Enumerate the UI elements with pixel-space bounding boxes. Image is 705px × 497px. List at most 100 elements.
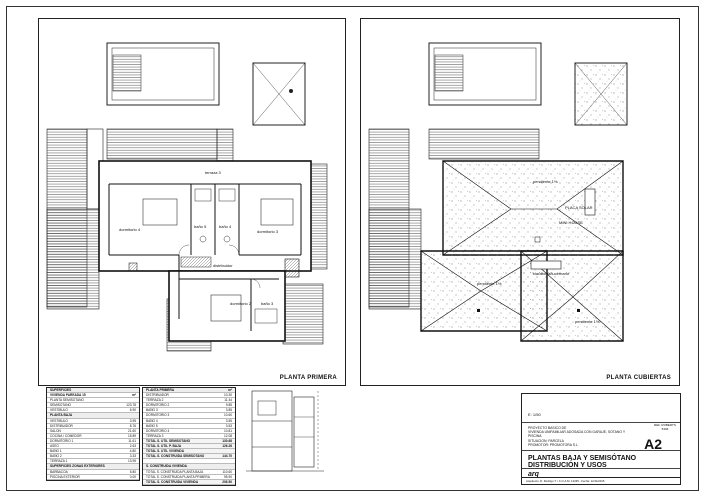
plan-title-cubiertas: PLANTA CUBIERTAS: [606, 375, 671, 381]
skylight-label: claraboya/lucernario: [533, 271, 570, 276]
table-row: S. CONSTRUIDA VIVIENDA: [143, 464, 235, 470]
row-value: 10.30: [224, 393, 232, 398]
row-value: 3.85: [225, 408, 232, 413]
table-row: PISCINA EXTERIOR 0.00: [47, 475, 139, 480]
room-label-dormitorio3: dormitorio 3: [257, 229, 279, 234]
table-row: DISTRIBUIDOR 10.30: [143, 393, 235, 399]
row-label: DISTRIBUIDOR: [50, 423, 73, 428]
table-row: BARBACOA 5.80: [47, 470, 139, 475]
row-label: BAÑO 2: [50, 454, 62, 459]
roof-slope-label-3: pendiente 1%: [575, 319, 600, 324]
row-label: BAÑO 5: [146, 423, 158, 428]
table-row: TERRAZA 2 11.44: [143, 398, 235, 404]
roof-slope-label-2: pendiente 1%: [477, 281, 502, 286]
row-label: VIVIENDA PAREADA 15: [50, 393, 86, 398]
table-row: DORMITORIO 1 11.61: [47, 438, 139, 445]
row-label: TOTAL S. CONSTRUIDA PLANTA BAJA: [146, 469, 204, 474]
row-value: 10.60: [224, 413, 232, 418]
table-row: DORMITORIO 3 10.60: [143, 413, 235, 419]
row-label: PLANTA PRIMERA: [146, 388, 175, 392]
row-label: TOTAL S. CONSTRUIDA VIVIENDA: [146, 479, 199, 484]
row-label: DORMITORIO 2: [146, 403, 170, 408]
row-value: 21.60: [128, 428, 136, 433]
table-row: SUPERFICIES ZONAS EXTERIORES: [47, 464, 139, 470]
table-row: TOTAL S. UTIL SEMISOTANO 130.68: [143, 438, 235, 445]
row-value: 3.95: [129, 418, 136, 423]
floor-plan-cubiertas: pendiente 1% pendiente 1% pendiente 1% P…: [360, 18, 680, 386]
row-label: BARBACOA: [50, 469, 68, 474]
room-label-bano3: baño 3: [261, 301, 274, 306]
row-label: BAÑO 1: [50, 449, 62, 454]
row-value: 13.95: [128, 459, 136, 464]
table-row: ASEO 2.63: [47, 444, 139, 450]
row-value: 11.61: [128, 438, 136, 443]
room-label-bano5: baño 5: [194, 224, 207, 229]
project-line: SITUACION: PARCELA: [528, 438, 564, 443]
row-label: ASEO: [50, 444, 59, 449]
row-label: PLANTA BAJA: [50, 413, 73, 418]
row-label: SEMISOTANO: [50, 403, 72, 408]
row-label: TOTAL S. CONSTRUIDA PLANTA PRIMERA: [146, 474, 210, 479]
table-row: [143, 459, 235, 465]
row-value: 4.80: [129, 449, 136, 454]
row-value: 9.85: [225, 403, 232, 408]
table-row: VESTIBULO 6.90: [47, 408, 139, 414]
sheet-number: A2: [644, 436, 662, 452]
row-label: PLANTA SEMISOTANO: [50, 398, 84, 403]
row-value: 0.00: [129, 474, 136, 479]
row-label: TOTAL S. CONSTRUIDA SEMISOTANO: [146, 454, 205, 459]
row-value: 6.90: [129, 408, 136, 413]
row-label: TERRAZA 2: [146, 398, 164, 403]
row-value: 11.44: [224, 398, 232, 403]
project-line: VIVIENDA UNIFAMILIAR ADOSADA CON GARAJE,…: [528, 430, 626, 439]
row-value: 8.76: [129, 423, 136, 428]
row-value: 3.55: [225, 418, 232, 423]
row-label: BAÑO 4: [146, 418, 158, 423]
row-label: DISTRIBUIDOR: [146, 393, 169, 398]
row-value: 123.78: [126, 403, 136, 408]
row-label: DORMITORIO 4: [146, 428, 170, 433]
roof-plan-drawing: [368, 42, 628, 342]
project-line: PROMOTOR: PROMOTORA S.L.: [528, 442, 579, 447]
row-value: 10.81: [224, 428, 232, 433]
row-label: PISCINA EXTERIOR: [50, 474, 80, 479]
table-row: BAÑO 3 3.85: [143, 408, 235, 414]
row-label: BAÑO 3: [146, 408, 158, 413]
table-row: DISTRIBUIDOR 8.76: [47, 424, 139, 429]
solar-panel-label: PLACA SOLAR: [565, 205, 593, 210]
table-row: SALON 21.60: [47, 429, 139, 434]
row-value: 3.33: [129, 454, 136, 459]
row-value: 15.89: [128, 433, 136, 438]
row-value: 130.68: [222, 438, 232, 443]
row-label: S. CONSTRUIDA VIVIENDA: [146, 464, 187, 469]
room-label-distribuidor: distribuidor: [213, 263, 233, 268]
firm-logo: arq: [528, 471, 539, 478]
row-label: SUPERFICIES ZONAS EXTERIORES: [50, 464, 105, 469]
row-label: DORMITORIO 3: [146, 413, 170, 418]
table-row: SUPERFICIES: [47, 388, 139, 394]
elevation-sketch: [246, 390, 324, 472]
row-label: SALON: [50, 428, 61, 433]
row-label: TOTAL S. UTIL SEMISOTANO: [146, 438, 191, 443]
row-value: 5.80: [129, 469, 136, 474]
row-label: VESTIBULO: [50, 408, 68, 413]
table-row: PLANTA SEMISOTANO: [47, 398, 139, 404]
reference-code: REF. ROBERTS 5406: [654, 423, 676, 431]
row-label: DORMITORIO 1: [50, 438, 74, 443]
sheet-title-line: DISTRIBUCIÓN Y USOS: [528, 462, 607, 469]
table-row: TOTAL S. CONSTRUIDA PLANTA BAJA 110.60: [143, 470, 235, 475]
row-value: 2.63: [129, 444, 136, 449]
row-value: 12.08: [224, 433, 232, 438]
plan-title-primera: PLANTA PRIMERA: [279, 375, 337, 381]
row-value: 110.60: [222, 469, 232, 474]
table-row: PLANTA BAJA: [47, 413, 139, 419]
